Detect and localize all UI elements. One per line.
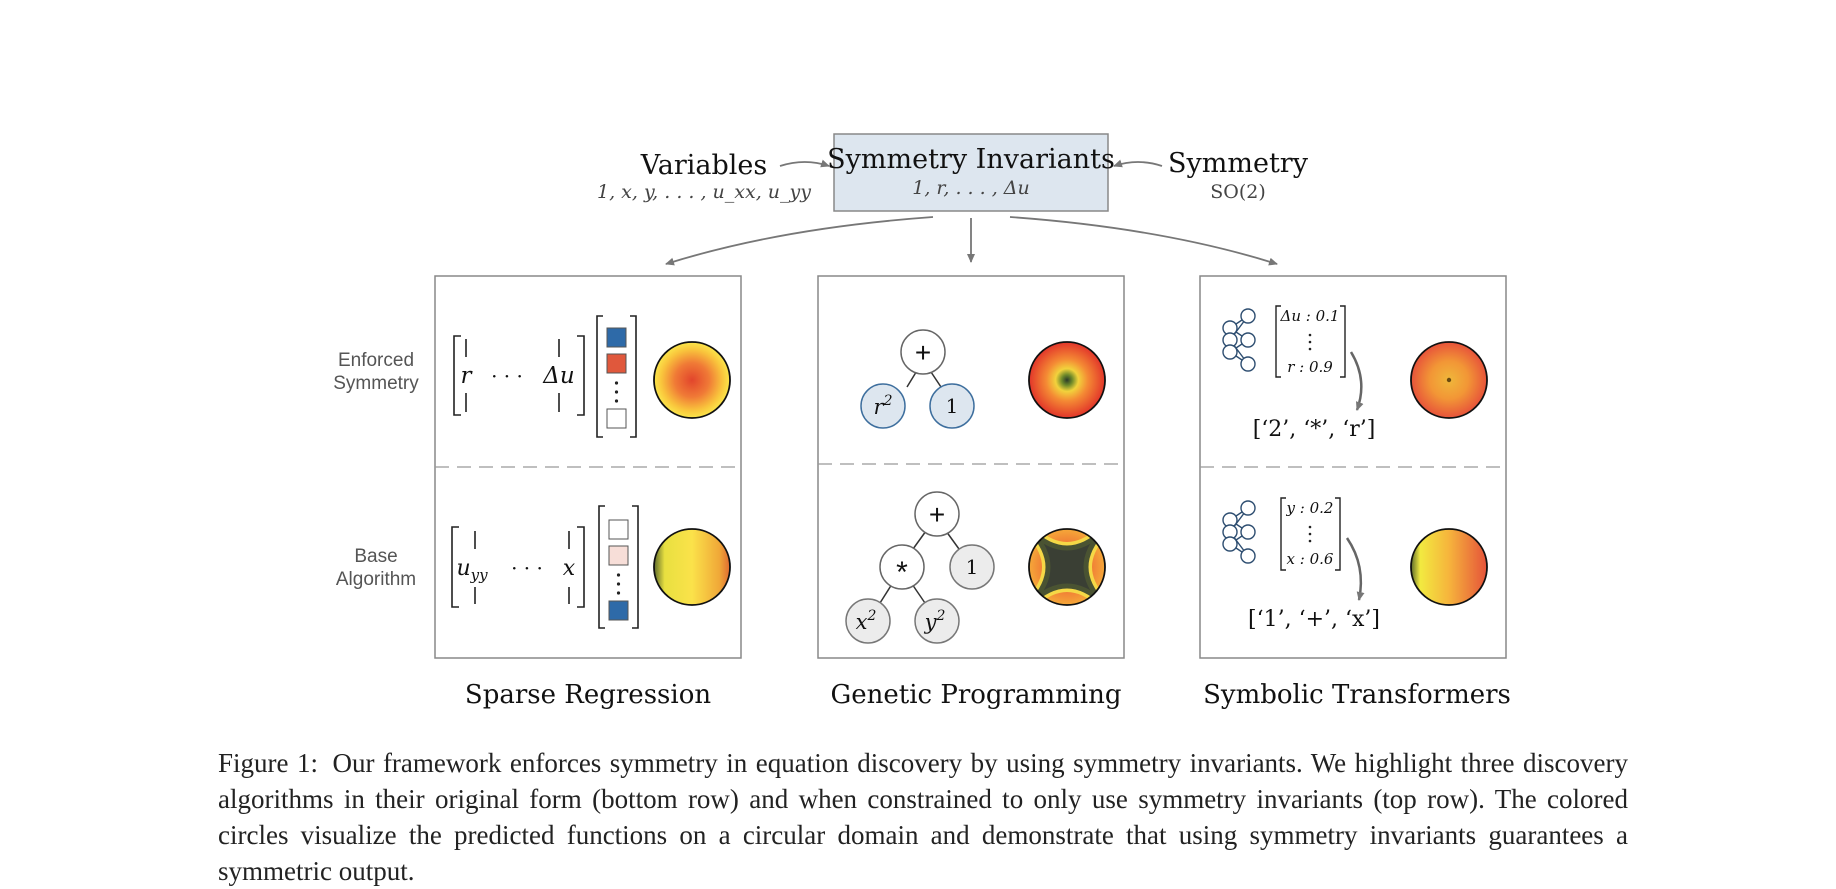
genetic-top-prediction-circle <box>1028 341 1106 419</box>
transformers-bottom-vec-first: y : 0.2 <box>1286 499 1334 517</box>
transformers-top-vector <box>1275 305 1346 378</box>
genetic-bottom-leaf1-label: x2 <box>856 608 877 634</box>
arrow-symmetry <box>1113 159 1163 168</box>
transformers-top-network-icon <box>1222 308 1256 372</box>
sparse-top-library-matrix <box>453 335 585 416</box>
genetic-top-left-label: r2 <box>874 393 893 419</box>
genetic-bottom-mul-label: * <box>896 556 908 589</box>
sparse-bottom-coef-1 <box>608 519 629 540</box>
figure-caption-text: Our framework enforces symmetry in equat… <box>218 748 1628 886</box>
transformers-bottom-network-icon <box>1222 500 1256 564</box>
sparse-top-coef-2 <box>606 353 627 374</box>
transformers-bottom-prediction-circle <box>1410 528 1488 606</box>
symmetry-subtitle: SO(2) <box>1210 181 1266 203</box>
sparse-top-col-right: Δu <box>542 363 574 389</box>
figure-caption: Figure 1: Our framework enforces symmetr… <box>218 745 1628 889</box>
variables-title: Variables <box>640 150 768 181</box>
sparse-column-title: Sparse Regression <box>465 680 711 710</box>
transformers-top-vec-first: Δu : 0.1 <box>1280 307 1340 325</box>
sparse-bottom-col-left: uyy <box>456 556 488 584</box>
transformers-top-prediction-circle <box>1410 341 1488 419</box>
transformers-top-decode-arrow <box>1349 351 1364 411</box>
genetic-bottom-tree <box>845 491 995 644</box>
genetic-bottom-node-leaf1 <box>845 598 891 644</box>
genetic-bottom-node-root <box>914 491 960 537</box>
invariants-title: Symmetry Invariants <box>827 144 1115 175</box>
sparse-bottom-coef-2 <box>608 545 629 566</box>
invariants-subtitle: 1, r, . . . , Δu <box>912 177 1030 199</box>
genetic-bottom-leaf2-label: y2 <box>924 608 946 634</box>
genetic-top-tree <box>860 329 975 429</box>
arrow-variables <box>779 159 830 168</box>
symmetry-title: Symmetry <box>1168 148 1309 179</box>
genetic-column-title: Genetic Programming <box>830 680 1121 710</box>
genetic-top-node-root <box>900 329 946 375</box>
arrow-to-sparse <box>665 216 934 266</box>
genetic-top-node-right <box>929 383 975 429</box>
sparse-bottom-coef-vector <box>598 505 639 629</box>
row-label-algorithm: Algorithm <box>336 569 416 590</box>
transformers-column-title: Symbolic Transformers <box>1203 680 1511 710</box>
sparse-bottom-coef-n <box>608 600 629 621</box>
genetic-top-root-label: + <box>915 337 931 368</box>
genetic-bottom-node-leaf2 <box>914 598 960 644</box>
genetic-panel <box>817 275 1125 659</box>
transformers-top-vec-last: r : 0.9 <box>1287 358 1333 376</box>
sparse-top-col-left: r <box>461 363 474 389</box>
genetic-bottom-right-label: 1 <box>966 555 979 579</box>
sparse-bottom-prediction-circle <box>653 528 731 606</box>
row-label-symmetry: Symmetry <box>333 373 419 394</box>
row-label-enforced: Enforced <box>338 350 414 371</box>
genetic-bottom-prediction-circle <box>1028 528 1106 606</box>
arrow-to-transformers <box>1009 216 1278 266</box>
genetic-bottom-node-right <box>949 544 995 590</box>
genetic-bottom-node-mul <box>879 544 925 590</box>
genetic-top-node-left <box>860 383 906 429</box>
invariants-box <box>833 133 1109 212</box>
variables-subtitle: 1, x, y, . . . , u_xx, u_yy <box>597 181 811 203</box>
figure-caption-label: Figure 1: <box>218 748 318 778</box>
sparse-top-coef-n <box>606 408 627 429</box>
transformers-bottom-decode-arrow <box>1345 537 1365 601</box>
sparse-top-prediction-circle <box>653 341 731 419</box>
sparse-top-dots: · · · <box>491 364 523 388</box>
genetic-bottom-root-label: + <box>929 499 945 530</box>
sparse-bottom-dots: · · · <box>511 556 543 580</box>
sparse-top-coef-1 <box>606 327 627 348</box>
transformers-top-tokens: [‘2’, ‘*’, ‘r’] <box>1253 417 1376 442</box>
sparse-bottom-col-right: x <box>563 556 576 581</box>
transformers-bottom-vec-last: x : 0.6 <box>1287 550 1334 568</box>
transformers-bottom-vector <box>1280 497 1341 571</box>
transformers-bottom-tokens: [‘1’, ‘+’, ‘x’] <box>1248 607 1380 632</box>
sparse-top-coef-vector <box>596 315 637 438</box>
sparse-bottom-library-matrix <box>451 526 585 608</box>
genetic-top-right-label: 1 <box>946 394 959 418</box>
row-label-base: Base <box>354 546 397 567</box>
